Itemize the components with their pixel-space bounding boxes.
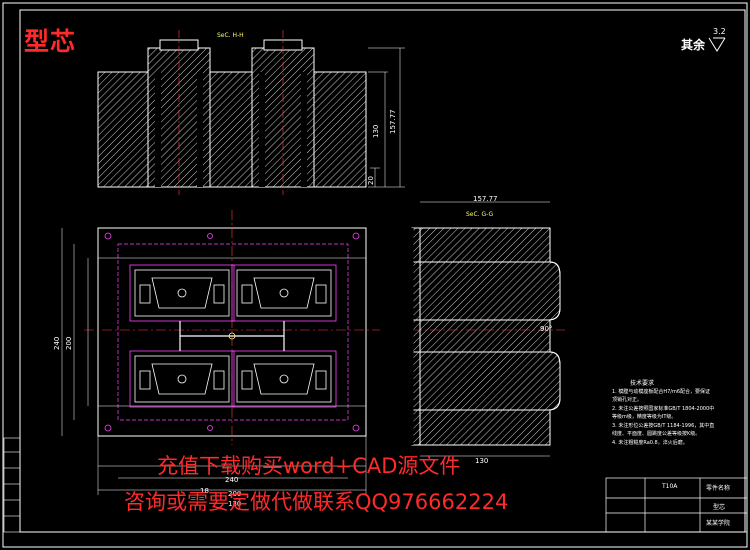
dim-angle: 90° bbox=[540, 325, 553, 333]
inner-frame bbox=[19, 9, 746, 533]
dim-200-left: 200 bbox=[65, 336, 73, 350]
section-view-gg bbox=[410, 201, 565, 457]
section-label-hh: SeC. H-H bbox=[217, 32, 244, 39]
watermark-line-2: 咨询或需要定做代做联系QQ976662224 bbox=[124, 490, 509, 514]
dim-157-top: 157.77 bbox=[389, 109, 397, 135]
plan-dimensions bbox=[61, 228, 367, 495]
tech-note-2b: 等级m级，精度等级为IT级。 bbox=[612, 414, 677, 420]
tech-note-3: 3. 未注形位公差按GB/T 1184-1996，其中直 bbox=[612, 423, 715, 429]
section-label-gg: SeC. G-G bbox=[466, 211, 494, 218]
section-view-hh bbox=[97, 30, 405, 195]
dim-130-right: 130 bbox=[475, 457, 489, 465]
watermark-line-1: 充值下载购买word+CAD源文件 bbox=[157, 454, 461, 478]
dim-157-right: 157.77 bbox=[473, 195, 498, 203]
dim-130-bottom: 130 bbox=[228, 500, 242, 508]
roughness-label: 其余 bbox=[681, 38, 706, 52]
dim-200-bottom: 200 bbox=[228, 490, 242, 498]
dim-20-top: 20 bbox=[367, 176, 375, 185]
dim-130-top: 130 bbox=[372, 124, 380, 138]
title-block-part-name: 型芯 bbox=[713, 504, 726, 511]
dim-240-left: 240 bbox=[53, 336, 61, 350]
plan-view bbox=[84, 210, 380, 445]
tech-notes-title: 技术要求 bbox=[630, 380, 655, 387]
tech-note-1b: 顶销孔对正。 bbox=[612, 397, 643, 403]
tech-note-3b: 线度、平面度、圆跳度公差等级按K级。 bbox=[612, 431, 701, 437]
tech-note-2: 2. 未注公差按照国家标准GB/T 1804-2000中 bbox=[612, 406, 715, 412]
dim-240-bottom: 240 bbox=[225, 476, 239, 484]
tech-note-1: 1. 模膛与动模座板配合H7/m6配合，要保证 bbox=[612, 389, 711, 395]
title-block bbox=[605, 477, 748, 533]
tech-note-4: 4. 未注粗糙度Ra0.8，淬火后磨。 bbox=[612, 440, 688, 446]
roughness-symbol-icon bbox=[708, 37, 726, 52]
title-block-drawing-name: 零件名称 bbox=[706, 485, 731, 492]
dim-18-bottom: 18 bbox=[200, 487, 209, 495]
title-block-school: 某某学院 bbox=[706, 520, 731, 527]
roughness-value: 3.2 bbox=[713, 27, 726, 36]
left-margin-block bbox=[3, 437, 21, 533]
title-block-material: T10A bbox=[662, 483, 678, 490]
part-title: 型芯 bbox=[24, 27, 77, 56]
